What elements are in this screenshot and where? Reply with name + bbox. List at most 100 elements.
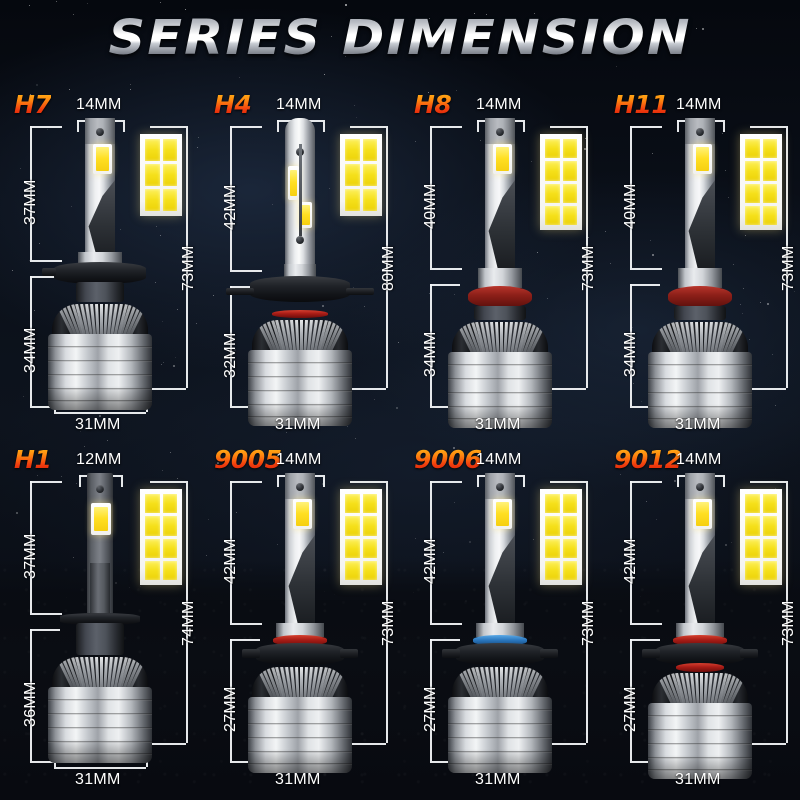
lower-height-tick-bottom (30, 406, 60, 408)
width-bracket-tick-right (323, 475, 325, 487)
lower-height-bracket (230, 639, 232, 761)
led-chip-cell (362, 139, 377, 161)
base-width-dimension-text: 31MM (675, 771, 721, 788)
lower-height-tick-top (30, 276, 60, 278)
bulb-collar-ring (668, 286, 732, 308)
led-chip-cell (162, 139, 177, 161)
width-dimension-text: 14MM (276, 96, 322, 113)
width-dimension-text: 14MM (676, 96, 722, 113)
bulb-screw (696, 128, 704, 136)
total-height-tick-top (350, 126, 386, 128)
bulb-body-rib (248, 751, 352, 753)
upper-height-tick-top (30, 126, 62, 128)
total-height-tick-bottom (750, 388, 786, 390)
upper-height-bracket (230, 481, 232, 623)
bulb-shaft-swoosh-shape (88, 180, 115, 260)
bulb-collar-skirt (674, 306, 726, 320)
width-bracket-tick-right (323, 120, 325, 132)
total-height-tick-bottom (750, 743, 786, 745)
led-chip-panel (540, 134, 582, 230)
upper-height-dimension-text: 42MM (222, 538, 239, 584)
width-bracket-tick-left (477, 475, 479, 487)
led-chip-cell (562, 161, 577, 181)
lower-height-tick-top (430, 284, 460, 286)
bulb-wing-flange (256, 643, 344, 665)
bulb-heatsink-fins (52, 304, 148, 338)
led-chip-cell (745, 183, 760, 203)
bulb-heatsink-fin (300, 667, 303, 701)
bulb-flange-tab-left (42, 268, 56, 276)
led-chip-emitter (495, 502, 510, 526)
bulb-body-rib (248, 390, 352, 392)
total-height-bracket (786, 126, 788, 388)
bulb-body-rib (448, 378, 552, 380)
bulb-wing-tab-right (540, 649, 558, 658)
bulb-body-rib (48, 753, 152, 755)
led-chip-cell (162, 560, 177, 580)
upper-height-tick-top (630, 126, 662, 128)
lower-height-dimension-text: 34MM (22, 327, 39, 373)
lower-height-tick-top (230, 639, 260, 641)
upper-height-bracket (630, 126, 632, 268)
led-chip-cell (545, 139, 560, 159)
bulb-heatsink-fin (300, 320, 303, 354)
led-chip (288, 166, 299, 200)
lower-height-tick-top (630, 639, 660, 641)
led-chip-cell (345, 494, 360, 514)
upper-height-tick-top (230, 126, 262, 128)
upper-height-tick-top (30, 481, 62, 483)
bulb-screw (96, 485, 104, 493)
led-chip-cell (562, 538, 577, 558)
bulb-body (48, 334, 152, 410)
total-height-bracket (186, 481, 188, 743)
bulb-neck (284, 264, 316, 278)
bulb-illustration-h8 (400, 88, 600, 443)
bulb-model-label: 9012 (614, 445, 682, 474)
upper-height-tick-bottom (430, 268, 462, 270)
bulb-lower-neck (76, 623, 124, 655)
led-chip-emitter (695, 502, 710, 526)
lower-height-tick-bottom (630, 406, 660, 408)
width-bracket-tick-right (523, 475, 525, 487)
bulb-illustration-9005 (200, 443, 400, 798)
led-chip-emitter (695, 147, 710, 171)
led-chip-cell (345, 560, 360, 580)
bulb-body-rib (48, 400, 152, 402)
led-chip-cell (345, 164, 360, 186)
bulb-heatsink-fin (100, 657, 103, 691)
lower-height-dimension-text: 27MM (422, 686, 439, 732)
bulb-body-rib (648, 715, 752, 717)
lower-height-tick-bottom (430, 761, 460, 763)
bulb-body-rib (248, 763, 352, 765)
led-chip-cell (162, 189, 177, 211)
total-height-dimension-text: 73MM (380, 600, 397, 646)
upper-height-bracket (30, 126, 32, 260)
led-chip-cell (145, 494, 160, 514)
base-width-dimension-text: 31MM (75, 416, 121, 433)
led-chip-panel (740, 489, 782, 585)
bulb-wing-tab-left (242, 649, 260, 658)
bulb-wing-flange (656, 643, 744, 665)
bulb-lower-neck (76, 282, 124, 302)
bulb-body-rib (448, 406, 552, 408)
upper-height-tick-bottom (230, 270, 262, 272)
bulb-flange-tab-left (226, 288, 254, 295)
upper-height-tick-top (230, 481, 262, 483)
total-height-dimension-text: 73MM (580, 245, 597, 291)
led-chip-cell (762, 538, 777, 558)
bulb-body-rib (648, 406, 752, 408)
bulb-disc-flange (60, 613, 140, 625)
night-sky-background (0, 0, 800, 600)
bulb-collar-ring (272, 310, 328, 318)
led-chip-cell (545, 494, 560, 514)
bulb-heatsink-fins (452, 322, 548, 356)
bulb-model-label: 9005 (214, 445, 282, 474)
upper-height-bracket (430, 126, 432, 268)
base-width-dimension-text: 31MM (275, 771, 321, 788)
led-chip-cell (745, 494, 760, 514)
lower-height-tick-top (430, 639, 460, 641)
bulb-body-rib (448, 709, 552, 711)
bulb-heatsink-fins (652, 673, 748, 707)
